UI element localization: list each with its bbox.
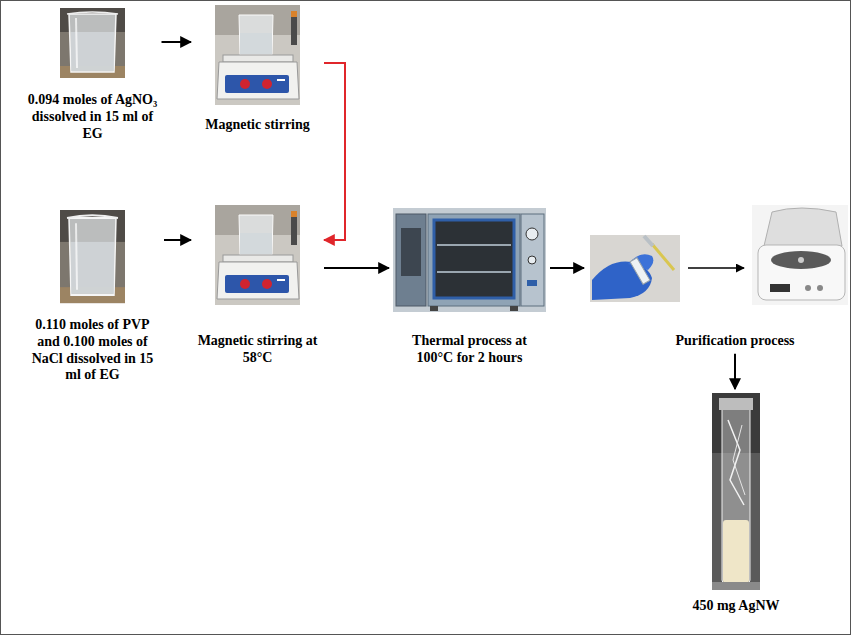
oven-body [428,214,520,306]
door-window [401,228,421,276]
centrifuge-photo [752,205,848,305]
photo-step: Thermal process at 100°C for 2 hours [393,208,546,312]
caption-box: 0.094 moles of AgNO₃ dissolved in 15 ml … [28,92,158,142]
pipette [644,236,653,246]
caption-box: Thermal process at 100°C for 2 hours [395,333,545,367]
feed-arrow [324,63,345,240]
centrifuge-rotor [771,251,831,269]
photo-step: Magnetic stirring at 58°C [215,205,300,305]
oven-door [396,214,426,306]
caption-box: 0.110 moles of PVP and 0.100 moles of Na… [25,317,160,384]
vial-rim [719,398,753,410]
photo-ground [752,205,848,305]
step-caption: 450 mg AgNW [676,598,796,615]
oven-shelf [437,244,511,246]
display [770,284,790,292]
switch [527,280,537,286]
caption-box: Purification process [650,333,820,350]
flow-arrow [162,41,192,43]
gauge [528,256,536,264]
caption-box: 450 mg AgNW [676,598,796,615]
step-caption: Magnetic stirring [195,117,320,134]
agnw-dispersion [723,520,749,583]
step-caption: 0.110 moles of PVP and 0.100 moles of Na… [25,317,160,384]
button [817,285,823,291]
caption-box: Magnetic stirring at 58°C [195,333,320,367]
rotor-hub [798,257,804,263]
centrifuge-lid [764,208,842,246]
vial-photo [712,393,760,590]
photo-ground [590,235,680,302]
flow-arrow [324,267,389,269]
oven-panel [521,214,544,306]
gauge [526,228,538,240]
centrifuge-body [758,245,845,300]
vial-streak [728,420,744,505]
photo-step: 0.094 moles of AgNO₃ dissolved in 15 ml … [60,8,125,78]
caption-box: Magnetic stirring [195,117,320,134]
beaker-photo [60,210,125,303]
photo-ground [393,208,546,312]
stirrer-photo [215,5,300,105]
step-caption: Magnetic stirring at 58°C [195,333,320,367]
vial-streak [733,425,745,495]
photo-ground [712,393,760,590]
step-arrow [688,267,744,269]
photo-step: Purification process [588,205,848,310]
oven-photo [393,208,546,312]
oven-foot [510,306,518,311]
oven-foot [430,306,438,311]
flow-arrow [734,354,736,389]
beaker-photo [60,8,125,78]
vial-glass [722,400,750,584]
step-caption: Thermal process at 100°C for 2 hours [395,333,545,367]
photo-step: 0.110 moles of PVP and 0.100 moles of Na… [60,210,125,303]
pipette-tip [652,244,674,270]
photo-base [712,582,760,590]
stirrer-photo [215,205,300,305]
sample-tube [630,258,650,285]
button [805,285,811,291]
oven-chamber [434,220,514,298]
hand-photo [590,235,680,302]
step-caption: Purification process [650,333,820,350]
flow-arrow [164,239,191,241]
step-caption: 0.094 moles of AgNO₃ dissolved in 15 ml … [28,92,158,142]
flow-arrow [550,267,584,269]
oven-shelf [437,271,511,273]
photo-step: Magnetic stirring [215,5,300,105]
photo-step: 450 mg AgNW [712,393,760,590]
